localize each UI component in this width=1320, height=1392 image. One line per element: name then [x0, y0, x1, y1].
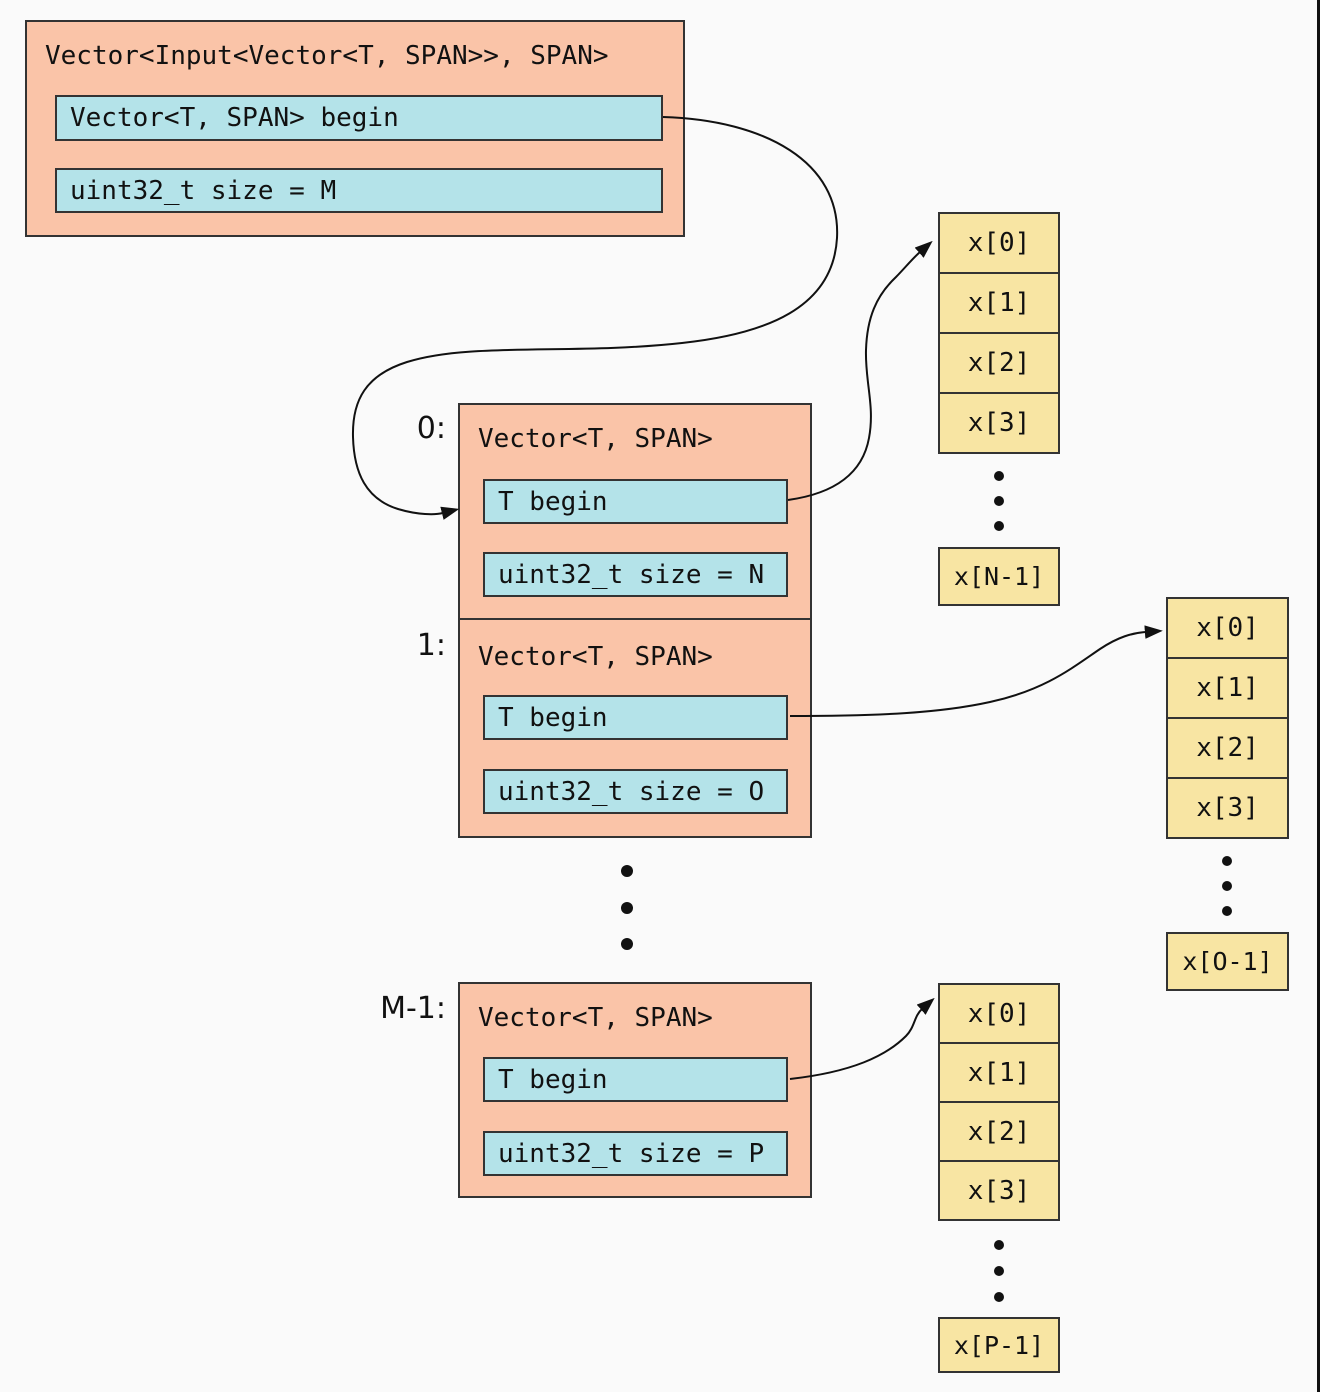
array-n-cell-2: x[2] [938, 332, 1060, 394]
array-p-cell-2: x[2] [938, 1101, 1060, 1162]
array-o-cell-0: x[0] [1166, 597, 1289, 659]
outer-size-field: uint32_t size = M [55, 168, 663, 213]
inner-size-field-m-1: uint32_t size = P [483, 1131, 788, 1176]
array-p-cell-3: x[3] [938, 1160, 1060, 1221]
array-o-cell-last: x[O-1] [1166, 932, 1289, 991]
outer-vector-title: Vector<Input<Vector<T, SPAN>>, SPAN> [45, 41, 609, 71]
inner-size-field-0: uint32_t size = N [483, 552, 788, 597]
index-label-1: 1: [416, 628, 446, 663]
inner-vector-box-m-1: Vector<T, SPAN> T begin uint32_t size = … [458, 982, 812, 1198]
array-o-cell-1: x[1] [1166, 657, 1289, 719]
array-p-cell-last: x[P-1] [938, 1317, 1060, 1373]
array-n-cell-0: x[0] [938, 212, 1060, 274]
inner-size-field-1: uint32_t size = O [483, 769, 788, 814]
array-n-cell-1: x[1] [938, 272, 1060, 334]
outer-vector-box: Vector<Input<Vector<T, SPAN>>, SPAN> Vec… [25, 20, 685, 237]
index-label-m-1: M-1: [380, 991, 446, 1026]
page-edge-line [1317, 0, 1320, 1392]
array-p-ellipsis-dots [994, 1240, 1004, 1302]
array-o-ellipsis-dots [1222, 856, 1232, 916]
inner-vector-title-0: Vector<T, SPAN> [478, 424, 713, 454]
inner-vector-box-1: Vector<T, SPAN> T begin uint32_t size = … [458, 618, 812, 838]
array-p-cell-0: x[0] [938, 983, 1060, 1044]
array-n-cell-3: x[3] [938, 392, 1060, 454]
inner-begin-field-1: T begin [483, 695, 788, 740]
inner-begin-field-m-1: T begin [483, 1057, 788, 1102]
inner-vector-box-0: Vector<T, SPAN> T begin uint32_t size = … [458, 403, 812, 620]
array-p-cell-1: x[1] [938, 1042, 1060, 1103]
pointer-arrow-1-to-array-o [789, 625, 1163, 717]
array-o-cell-3: x[3] [1166, 777, 1289, 839]
outer-begin-field: Vector<T, SPAN> begin [55, 95, 663, 141]
index-label-0: 0: [416, 411, 446, 446]
structs-ellipsis-dots [621, 865, 633, 950]
array-n-ellipsis-dots [994, 471, 1004, 531]
array-o-cell-2: x[2] [1166, 717, 1289, 779]
array-n-cell-last: x[N-1] [938, 547, 1060, 606]
inner-vector-title-1: Vector<T, SPAN> [478, 642, 713, 672]
inner-vector-title-m-1: Vector<T, SPAN> [478, 1003, 713, 1033]
inner-begin-field-0: T begin [483, 479, 788, 524]
